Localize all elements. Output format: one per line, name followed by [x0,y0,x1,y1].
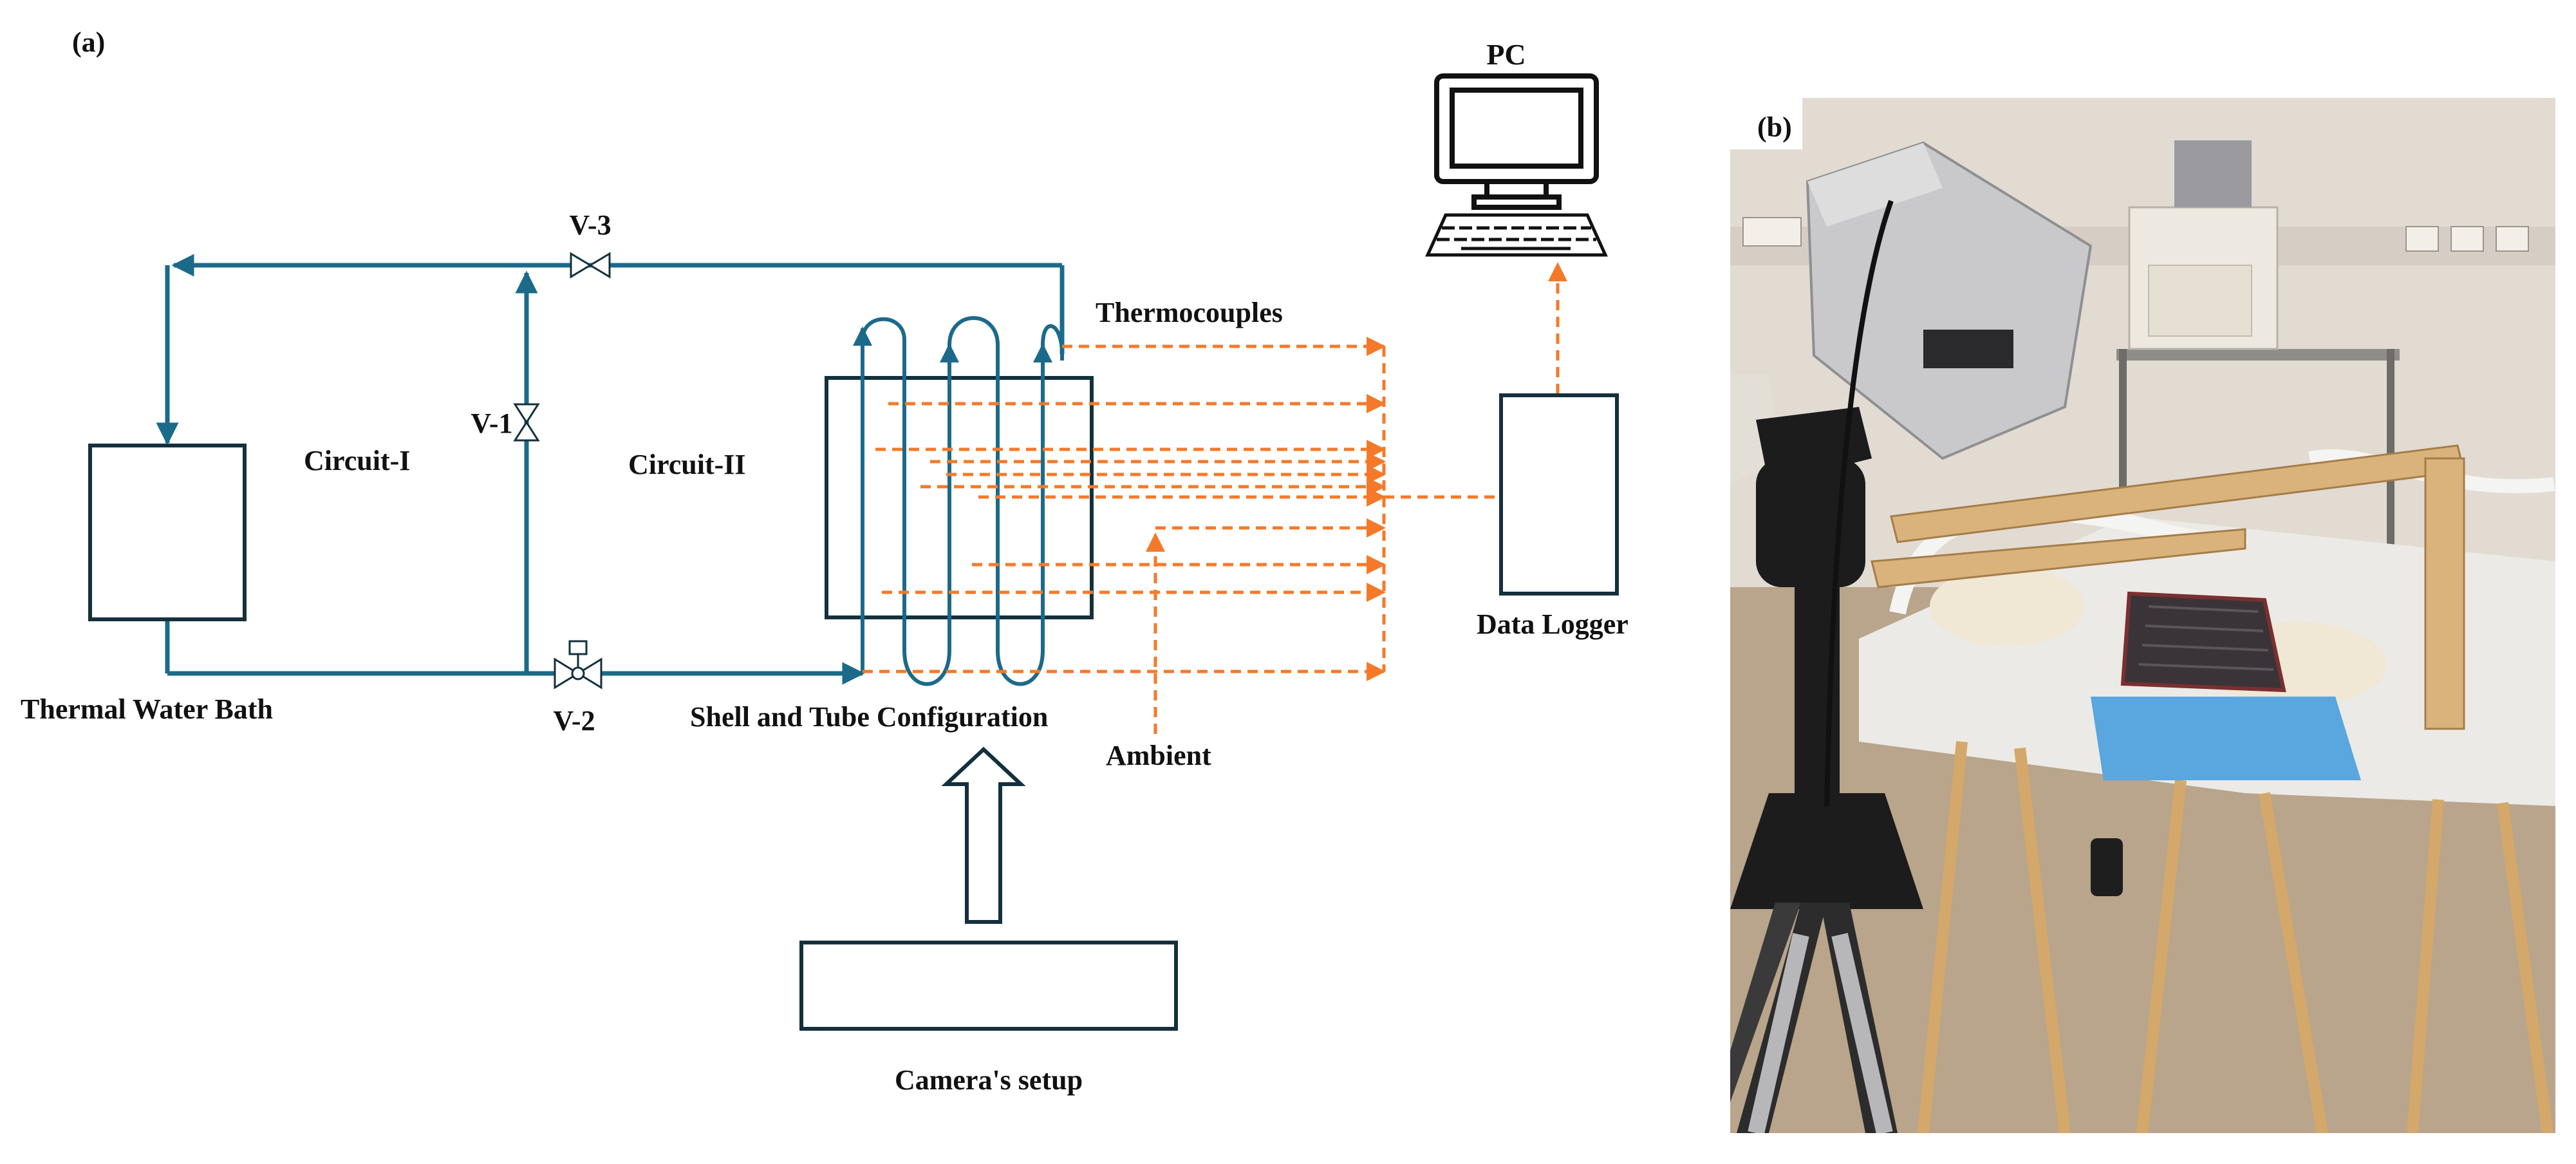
serpentine-tube [853,265,1064,686]
panel-b-label-bg [1730,98,1802,149]
upward-arrow-icon [941,746,1026,924]
computer-monitor-icon [1434,73,1599,210]
trestles [1918,741,2553,1133]
circuit-1-label: Circuit-I [304,445,410,476]
insulation-left [1930,567,2084,646]
camera-setup-label: Camera's setup [895,1064,1083,1096]
camera-setup-box [799,941,1178,1031]
data-logger-box [1499,393,1619,596]
panel-a-label: (a) [72,26,105,58]
water-bath-device [2128,140,2279,350]
valve-2-label: V-2 [553,705,595,737]
thermocouple-lines [863,262,1567,734]
valve-3-label: V-3 [569,209,611,241]
thermal-camera [1756,141,2093,484]
valve-1-label: V-1 [471,408,512,439]
test-rig-ribs [2138,605,2274,671]
shell-tube-label: Shell and Tube Configuration [690,701,1048,733]
keyboard-icon [1425,213,1608,257]
data-logger-label: Data Logger [1477,608,1629,640]
panel-b-label: (b) [1757,111,1792,143]
webcam [2091,838,2123,896]
wooden-frame [1871,444,2465,730]
schematic-panel-a: (a) [21,26,1629,1096]
valve-icon [554,640,602,690]
diagram-labels: PC V-3 V-1 V-2 Thermocouples Circuit-I C… [21,38,1629,1096]
ambient-label: Ambient [1106,740,1211,771]
thermal-water-bath-box [88,444,247,621]
tripod-legs-silver [1748,933,1893,1133]
camera-cable [1824,200,1894,807]
thermocouples-label: Thermocouples [1096,297,1283,328]
foam-base [2091,697,2361,780]
photo-panel-b: (b) [1730,98,2555,1133]
thermal-water-bath-label: Thermal Water Bath [21,693,273,725]
valve-icon [513,403,540,442]
circuit-2-label: Circuit-II [628,449,746,480]
lab-photo: (b) [1730,98,2555,1133]
pc-label: PC [1486,38,1526,71]
shell-and-tube-box [825,376,1094,619]
hydraulic-circuit [156,254,1065,685]
valve-icon [570,252,611,279]
